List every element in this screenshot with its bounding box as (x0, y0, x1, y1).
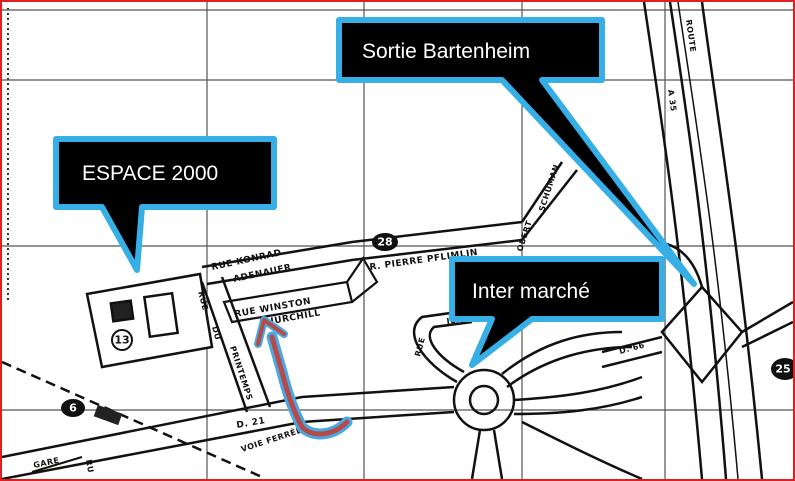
roads-inter (412, 308, 643, 479)
marker-13: 13 (111, 329, 133, 351)
callout-espace-text: ESPACE 2000 (82, 162, 218, 185)
callout-espace-2000: ESPACE 2000 (53, 136, 277, 273)
svg-text:6: 6 (69, 402, 77, 415)
route-arrow (254, 316, 353, 440)
road-d21 (2, 375, 643, 479)
motorway-a35 (642, 2, 764, 479)
marker-25: 25 (771, 358, 793, 380)
callout-sortie-bartenheim: Sortie Bartenheim (336, 17, 697, 287)
svg-text:13: 13 (114, 334, 129, 347)
road-konrad-pflimlin (201, 161, 578, 286)
road-churchill (222, 256, 379, 324)
label-d21: D. 21 (236, 416, 266, 431)
road-gare (31, 455, 83, 474)
label-route-fragment: ROUTE (684, 19, 697, 53)
label-d66: D. 66 (618, 340, 646, 355)
callout-intermarche: Inter marché (449, 256, 665, 368)
svg-text:28: 28 (377, 236, 392, 249)
road-printemps (200, 276, 272, 413)
espace-2000-block (85, 272, 214, 369)
marker-6: 6 (61, 399, 85, 417)
label-rue-du-2: DU (210, 325, 222, 341)
callout-inter-text: Inter marché (472, 280, 590, 303)
roundabout (452, 368, 516, 432)
station-block (93, 404, 123, 426)
marker-28: 28 (372, 233, 398, 251)
callout-sortie-text: Sortie Bartenheim (362, 40, 530, 63)
label-a35: A 35 (666, 89, 678, 112)
label-obert-fragment: OBERT (515, 219, 533, 252)
interchange (601, 240, 793, 385)
svg-text:25: 25 (775, 363, 790, 376)
label-ru-fragment: RU (84, 459, 95, 474)
